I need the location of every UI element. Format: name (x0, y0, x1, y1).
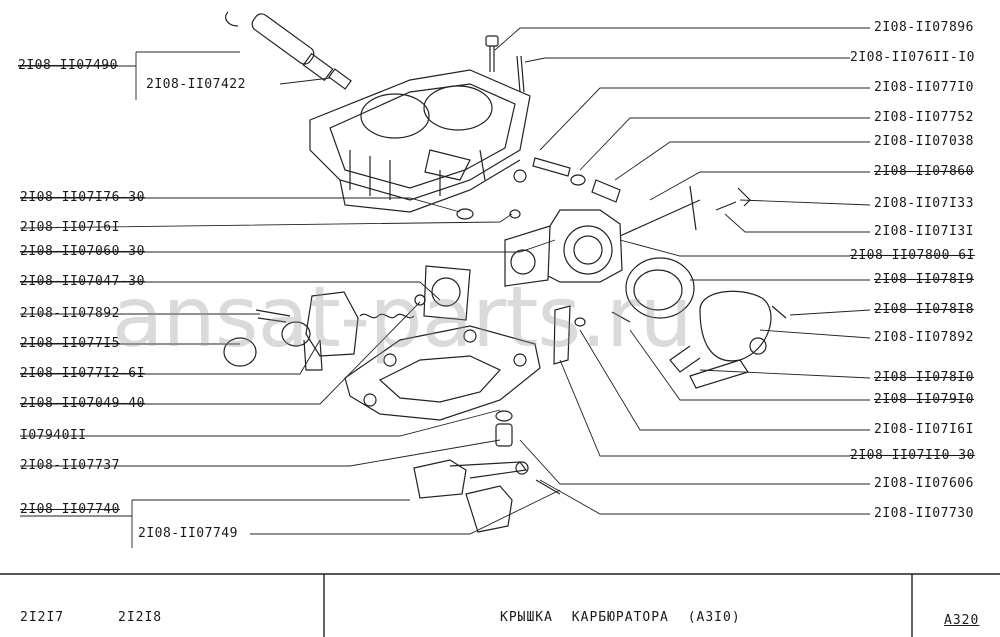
label-2108-1107896: 2I08-II07896 (874, 20, 974, 35)
solenoid-valve (225, 11, 352, 90)
label-2108-1107110-30: 2I08-II07II0-30 (850, 448, 975, 463)
label-2108-1107730: 2I08-II07730 (874, 506, 974, 521)
lever-plate (553, 305, 631, 365)
leader-lines-right (494, 27, 871, 515)
title-block-frame (0, 573, 1000, 637)
leader-lines-left (18, 51, 561, 548)
small-parts (456, 185, 751, 237)
thermostat-cover (625, 257, 695, 319)
label-2108-1107749: 2I08-II07749 (138, 526, 238, 541)
label-2108-1107715: 2I08-II077I5 (20, 336, 120, 351)
label-2108-1107161: 2I08-II07I6I (20, 220, 120, 235)
label-2108-1107819: 2I08-II078I9 (874, 272, 974, 287)
label-10794011: I07940II (20, 428, 87, 443)
label-2108-1107740: 2I08-II07740 (20, 502, 120, 517)
page-number: A320 (944, 613, 980, 628)
model-code-a: 2I2I7 (20, 610, 65, 625)
water-housing (669, 290, 787, 389)
carburetor-cover (309, 69, 531, 213)
label-2108-1107892: 2I08-II07892 (20, 306, 120, 321)
label-2108-1107611-10: 2I08-II076II-I0 (850, 50, 975, 65)
label-2108-1107490: 2I08-II07490 (18, 58, 118, 73)
label-2108-1107712-61: 2I08-II077I2-6I (20, 366, 145, 381)
label-2108-1107049-40: 2I08-II07049-40 (20, 396, 145, 411)
label-2108-1107860: 2I08-II07860 (874, 164, 974, 179)
label-2108-1107060-30: 2I08-II07060-30 (20, 244, 145, 259)
choke-housing (504, 209, 623, 287)
label-2108-1107422: 2I08-II07422 (146, 77, 246, 92)
drawing-title: КРЫШКА КАРБЮРАТОРА (А3I0) (500, 610, 741, 625)
label-2108-1107131: 2I08-II07I3I (874, 224, 974, 239)
label-2108-1107176-30: 2I08-II07I76-30 (20, 190, 145, 205)
label-2108-1107047-30: 2I08-II07047-30 (20, 274, 145, 289)
label-2108-1107892-right: 2I08-II07892 (874, 330, 974, 345)
top-screws (485, 35, 621, 203)
label-2108-1107810: 2I08-II078I0 (874, 370, 974, 385)
label-2108-1107161-right: 2I08-II07I6I (874, 422, 974, 437)
label-2108-1107910: 2I08-II079I0 (874, 392, 974, 407)
cover-gasket (344, 325, 541, 421)
watermark: ansat-parts.ru (112, 268, 693, 366)
label-2108-1107737: 2I08-II07737 (20, 458, 120, 473)
label-2108-1107710: 2I08-II077I0 (874, 80, 974, 95)
gasket-flange (423, 265, 471, 321)
valve-group (223, 291, 426, 371)
label-2108-1107038: 2I08-II07038 (874, 134, 974, 149)
label-2108-1107818: 2I08-II078I8 (874, 302, 974, 317)
float-assembly (413, 410, 561, 533)
label-2108-1107800-61: 2I08-II07800-6I (850, 248, 975, 263)
label-2108-1107752: 2I08-II07752 (874, 110, 974, 125)
label-2108-1107133: 2I08-II07I33 (874, 196, 974, 211)
label-2108-1107606: 2I08-II07606 (874, 476, 974, 491)
model-code-b: 2I2I8 (118, 610, 163, 625)
